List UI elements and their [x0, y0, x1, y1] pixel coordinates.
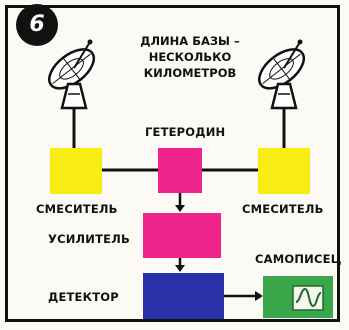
mixer-block-right	[258, 148, 310, 194]
det-to-rec-arrowhead	[255, 291, 263, 301]
amplifier-label: УСИЛИТЕЛЬ	[48, 232, 130, 246]
mixer-left-label: СМЕСИТЕЛЬ	[36, 202, 118, 216]
caption-line-1: ДЛИНА БАЗЫ –	[140, 34, 240, 48]
local-oscillator-block	[158, 148, 202, 193]
detector-block	[143, 273, 224, 319]
waveform-icon	[292, 285, 324, 311]
amplifier-block	[143, 213, 221, 258]
recorder-label: САМОПИСЕЦ	[255, 252, 342, 266]
local-oscillator-label: ГЕТЕРОДИН	[145, 125, 226, 139]
osc-to-amp-arrowhead	[175, 205, 185, 212]
caption-line-2: НЕСКОЛЬКО	[148, 50, 232, 64]
mixer-right-label: СМЕСИТЕЛЬ	[242, 202, 324, 216]
caption-line-3: КИЛОМЕТРОВ	[143, 66, 237, 80]
recorder-block	[263, 276, 333, 318]
mixer-block-left	[50, 148, 102, 194]
amp-to-det-arrowhead	[175, 265, 185, 272]
diagram-border	[5, 5, 340, 322]
figure-number-badge: 6	[16, 4, 58, 46]
detector-label: ДЕТЕКТОР	[48, 290, 119, 304]
